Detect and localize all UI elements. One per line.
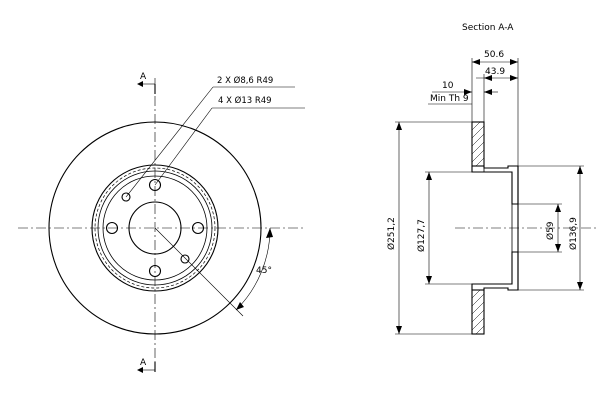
center-bore bbox=[128, 201, 182, 255]
hat-profile-bottom bbox=[471, 251, 519, 291]
section-title: Section A-A bbox=[462, 23, 514, 33]
hat-diameter-label: Ø127,7 bbox=[416, 219, 427, 252]
section-marker-bottom: A bbox=[137, 358, 156, 373]
outer-diameter-label: Ø251,2 bbox=[386, 217, 397, 250]
front-view: 45° 2 X Ø8,6 R49 4 X Ø13 R49 A A bbox=[18, 72, 305, 373]
angle-arrowhead bbox=[236, 302, 244, 310]
total-height-label: 50.6 bbox=[484, 50, 504, 60]
hat-outer-edge bbox=[91, 164, 219, 292]
hatching-top bbox=[471, 121, 485, 167]
outer-disc-edge bbox=[48, 121, 262, 335]
bolt-hole-bottom bbox=[148, 264, 162, 278]
section-marker-top: A bbox=[137, 72, 156, 94]
friction-ring-top bbox=[471, 121, 485, 167]
angle-arrowhead bbox=[266, 228, 273, 238]
hub-diameter-label: Ø136,9 bbox=[568, 217, 579, 250]
section-mark-top-label: A bbox=[140, 72, 147, 82]
small-hole-upper-left bbox=[121, 192, 131, 202]
bolt-hole-leader bbox=[154, 107, 213, 186]
small-hole-lower-right bbox=[180, 254, 190, 264]
bolt-hole-top bbox=[148, 178, 162, 192]
hat-inner-edge bbox=[97, 170, 213, 286]
hat-groove-dashed bbox=[94, 167, 216, 289]
hat-profile-top bbox=[471, 165, 519, 205]
min-thickness-label: Min Th 9 bbox=[430, 94, 469, 104]
angle-dimension-arc bbox=[235, 227, 271, 311]
small-hole-leader bbox=[125, 86, 214, 198]
angle-label: 45° bbox=[256, 266, 272, 276]
section-view: Section A-A bbox=[386, 23, 598, 335]
bolt-holes-callout: 4 X Ø13 R49 bbox=[218, 95, 272, 106]
hat-height-label: 43.9 bbox=[485, 67, 505, 77]
small-holes-callout: 2 X Ø8,6 R49 bbox=[217, 75, 273, 86]
bore-diameter-label: Ø59 bbox=[545, 221, 556, 240]
bolt-hole-right bbox=[191, 221, 205, 235]
friction-ring-bottom bbox=[471, 289, 485, 335]
hub-face-edge bbox=[102, 175, 208, 281]
hatching-bottom bbox=[471, 289, 485, 335]
thickness-label: 10 bbox=[442, 81, 454, 91]
section-mark-bottom-label: A bbox=[140, 358, 147, 368]
angle-reference-line bbox=[154, 227, 244, 317]
bolt-hole-left bbox=[105, 221, 119, 235]
